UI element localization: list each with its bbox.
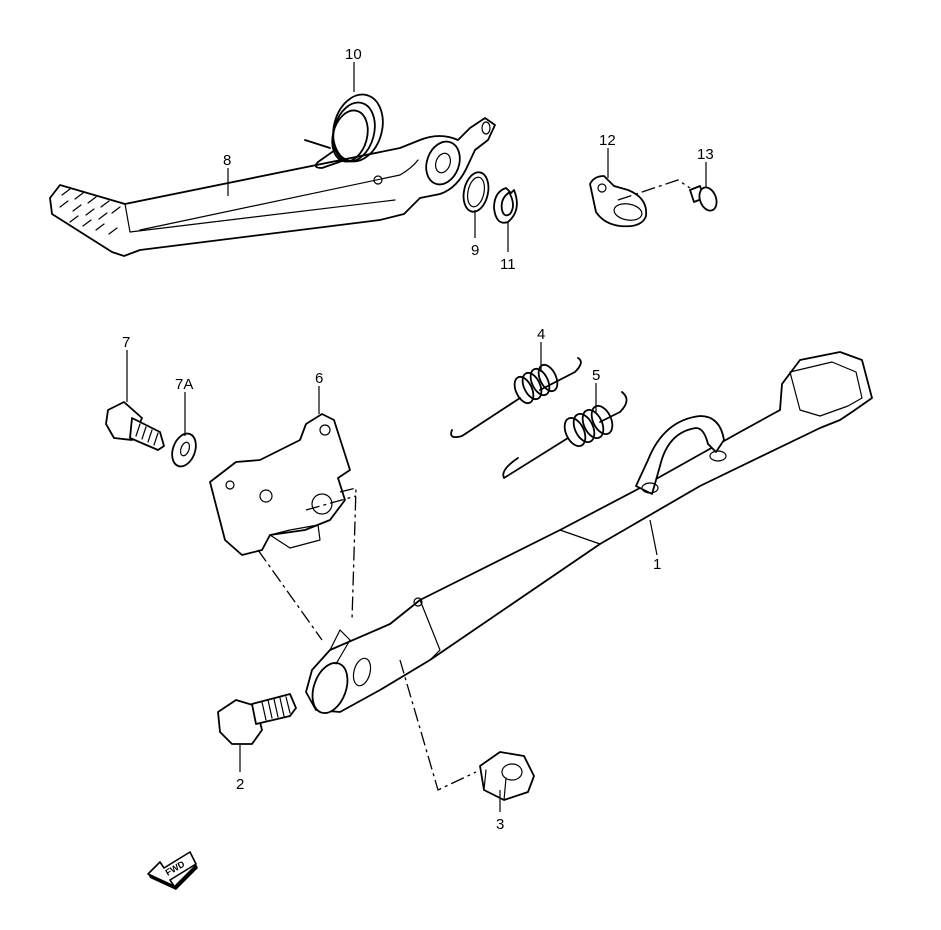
washer-9 (462, 171, 490, 213)
callout-7: 7 (122, 334, 130, 351)
callout-4: 4 (537, 326, 545, 343)
callouts: 1 2 3 4 5 6 7 7A 8 9 10 11 12 13 (122, 46, 714, 833)
brake-pedal (49, 117, 496, 257)
callout-3: 3 (496, 816, 504, 833)
leader-lines (126, 62, 707, 812)
forward-arrow-icon: FWD (147, 851, 198, 890)
callout-2: 2 (236, 776, 244, 793)
bolt-2 (217, 693, 297, 745)
stand-spring-4 (450, 357, 582, 439)
callout-7a: 7A (175, 376, 193, 393)
pedal-return-spring (304, 93, 384, 169)
callout-9: 9 (471, 242, 479, 259)
callout-6: 6 (315, 370, 323, 387)
callout-11: 11 (500, 256, 516, 273)
stand-spring-5 (502, 391, 628, 479)
callout-12: 12 (599, 132, 616, 149)
stand-bracket-6 (209, 413, 351, 556)
nut-3 (479, 751, 535, 801)
bolt-7 (105, 401, 165, 451)
side-stand-1 (305, 351, 873, 714)
callout-10: 10 (345, 46, 362, 63)
bracket-12 (589, 175, 648, 228)
callout-5: 5 (592, 367, 600, 384)
washer-7a (171, 432, 197, 468)
callout-8: 8 (223, 152, 231, 169)
screw-13 (689, 185, 718, 212)
circlip-11 (493, 187, 518, 224)
callout-13: 13 (697, 146, 714, 163)
callout-1: 1 (653, 556, 661, 573)
